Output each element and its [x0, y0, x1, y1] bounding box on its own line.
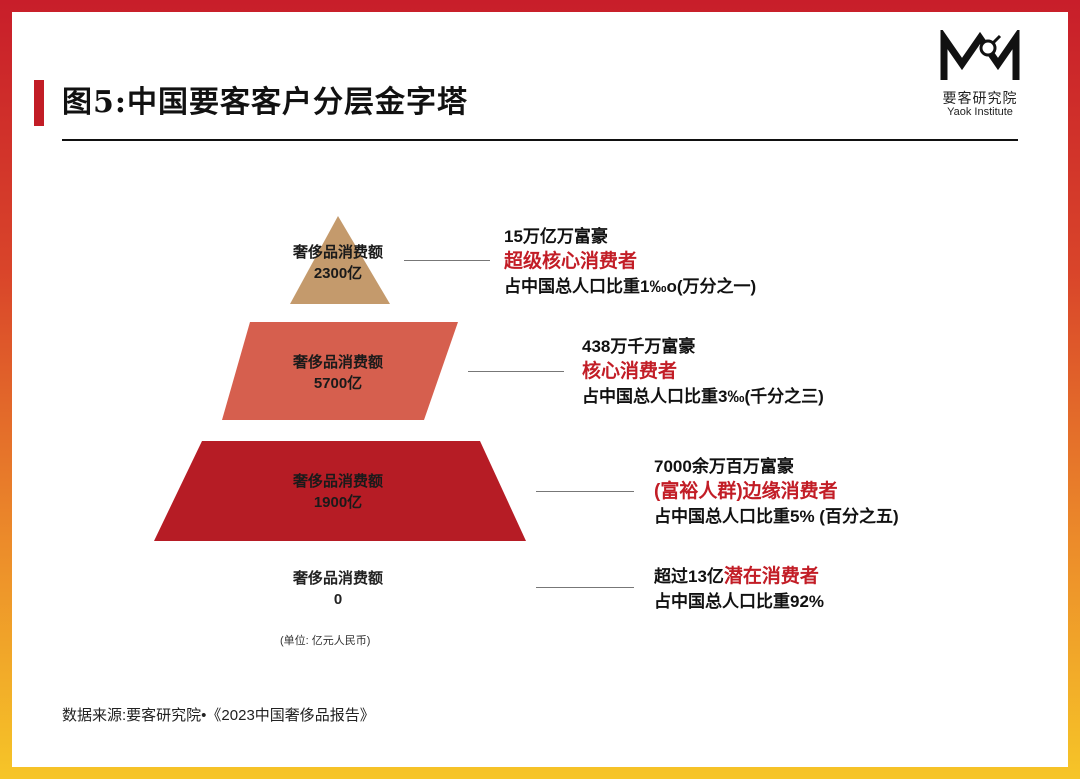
tier-4-consumption-label: 奢侈品消费额 — [292, 570, 383, 587]
logo-english-name: Yaok Institute — [947, 106, 1013, 118]
tier-4-consumption-value: 0 — [333, 591, 343, 608]
tier-3-description: 7000余万百万富豪 (富裕人群)边缘消费者 占中国总人口比重5% (百分之五) — [654, 454, 899, 529]
tier-1-consumption: 奢侈品消费额 2300亿 — [278, 242, 398, 284]
report-card: 图5:中国要客客户分层金字塔 要客研究院 Yaok Institute 奢侈品消… — [12, 12, 1068, 767]
pyramid-tier-1 — [290, 216, 390, 304]
tier-4-description: 超过13亿潜在消费者 占中国总人口比重92% — [654, 564, 824, 614]
pyramid-tier-3 — [154, 441, 526, 541]
data-source: 数据来源:要客研究院•《2023中国奢侈品报告》 — [62, 707, 375, 724]
tier-1-description: 15万亿万富豪 超级核心消费者 占中国总人口比重1‰o(万分之一) — [504, 224, 756, 299]
logo-chinese-name: 要客研究院 — [942, 90, 1018, 106]
tier-2-share: 占中国总人口比重3‰(千分之三) — [582, 387, 824, 406]
pyramid-diagram — [154, 216, 526, 541]
tier-1-population: 15万亿万富豪 — [504, 227, 608, 246]
tier-3-population: 7000余万百万富豪 — [654, 457, 794, 476]
tier-4-share: 占中国总人口比重92% — [654, 592, 825, 611]
tier-1-consumption-value: 2300亿 — [313, 265, 363, 282]
tier-3-leader-line — [536, 491, 634, 492]
title-divider — [62, 139, 1018, 141]
tier-3-share: 占中国总人口比重5% (百分之五) — [654, 507, 899, 526]
tier-4-leader-line — [536, 587, 634, 588]
tier-4-population-prefix: 超过13亿 — [654, 567, 724, 586]
tier-3-consumption: 奢侈品消费额 1900亿 — [278, 471, 398, 513]
tier-3-segment: (富裕人群)边缘消费者 — [654, 481, 838, 502]
tier-2-population: 438万千万富豪 — [582, 337, 696, 356]
title-accent-bar — [34, 80, 44, 126]
tier-2-consumption: 奢侈品消费额 5700亿 — [278, 352, 398, 394]
tier-4-segment: 潜在消费者 — [723, 566, 819, 587]
tier-2-leader-line — [468, 371, 564, 372]
yaok-logo-icon — [940, 30, 1020, 80]
tier-3-consumption-value: 1900亿 — [313, 494, 363, 511]
tier-2-consumption-label: 奢侈品消费额 — [292, 354, 383, 371]
tier-1-leader-line — [404, 260, 490, 261]
tier-2-consumption-value: 5700亿 — [313, 375, 363, 392]
tier-2-segment: 核心消费者 — [582, 361, 678, 382]
unit-note: (单位: 亿元人民币) — [280, 635, 371, 647]
tier-4-consumption: 奢侈品消费额 0 — [278, 568, 398, 610]
tier-1-share: 占中国总人口比重1‰o(万分之一) — [504, 277, 757, 296]
tier-2-description: 438万千万富豪 核心消费者 占中国总人口比重3‰(千分之三) — [582, 334, 824, 409]
pyramid-tier-2 — [222, 322, 458, 420]
tier-4-population: 超过13亿潜在消费者 — [654, 564, 824, 589]
tier-1-segment: 超级核心消费者 — [504, 251, 638, 272]
tier-3-consumption-label: 奢侈品消费额 — [292, 473, 383, 490]
tier-1-consumption-label: 奢侈品消费额 — [292, 244, 383, 261]
page-title: 图5:中国要客客户分层金字塔 — [62, 85, 468, 120]
